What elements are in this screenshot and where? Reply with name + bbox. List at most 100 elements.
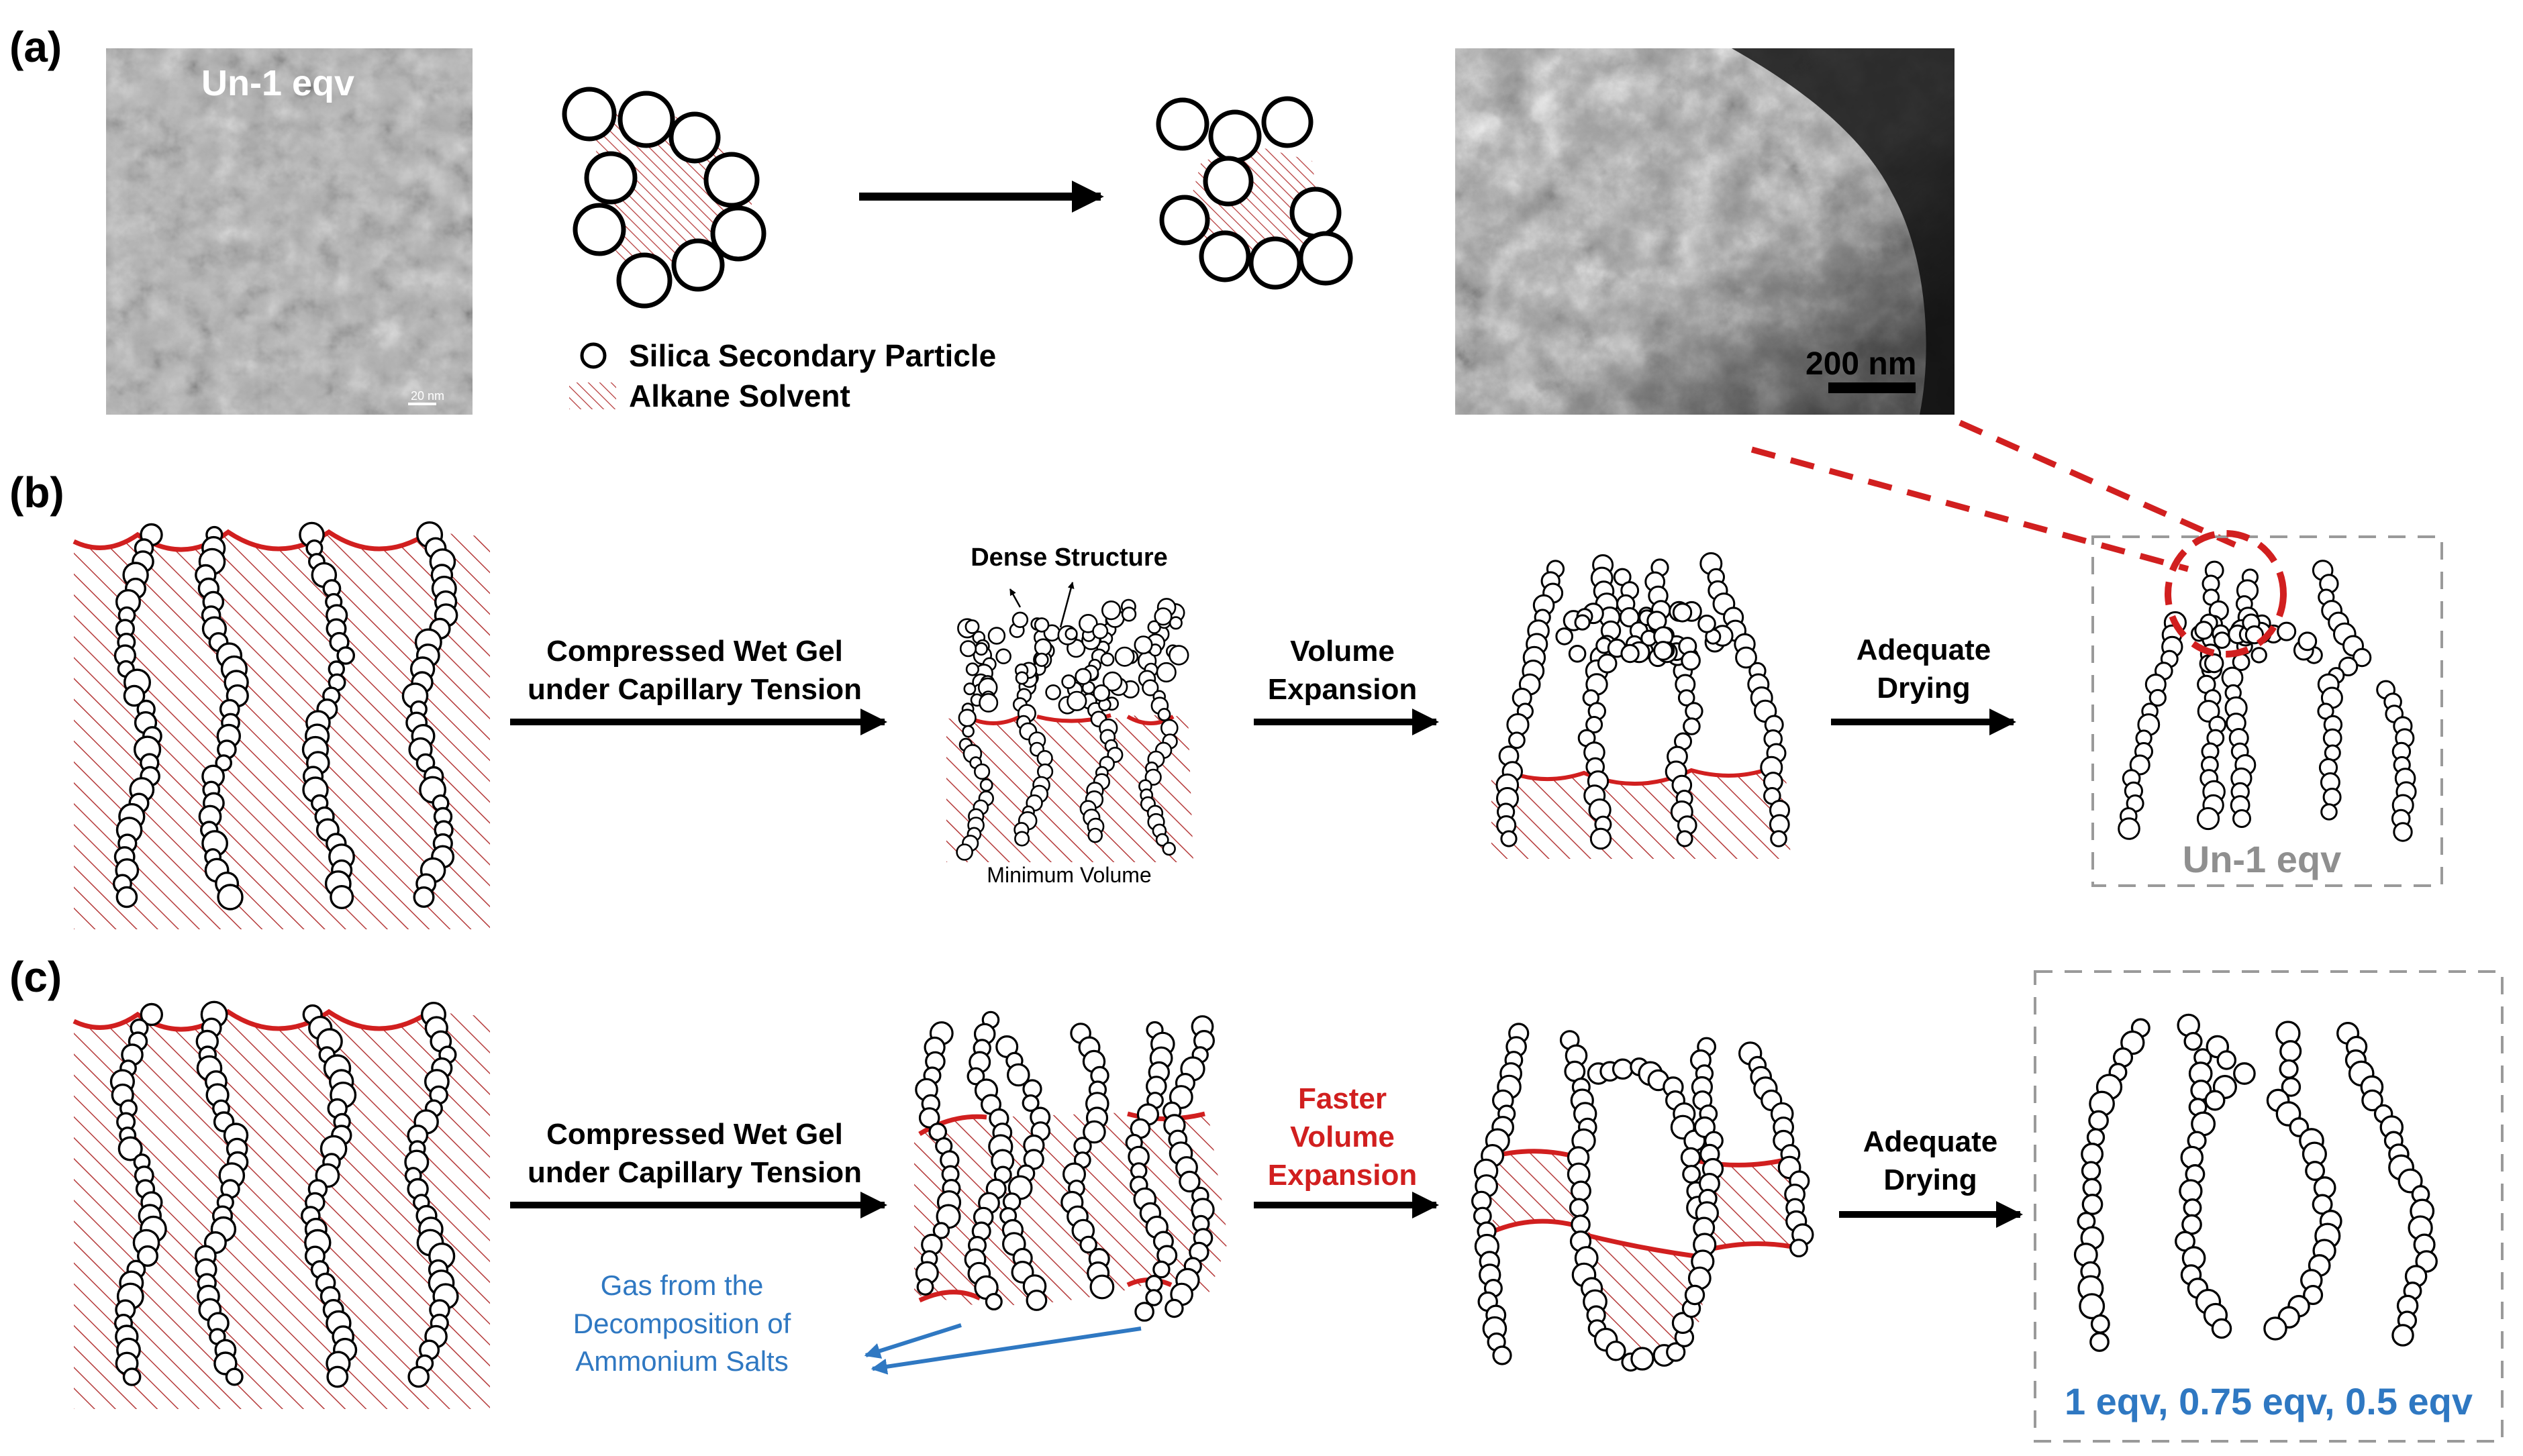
silica-particle bbox=[2361, 1089, 2383, 1112]
silica-particle bbox=[1036, 749, 1053, 767]
dense-structure-label: Dense Structure bbox=[971, 543, 1168, 572]
silica-particle bbox=[215, 754, 233, 772]
silica-particle bbox=[1568, 645, 1587, 663]
silica-particle bbox=[122, 1367, 142, 1386]
dried-gel-c: 1 eqv, 0.75 eqv, 0.5 eqv bbox=[2034, 970, 2504, 1443]
silica-particle bbox=[2233, 1062, 2256, 1085]
silica-particle bbox=[1134, 635, 1153, 655]
silica-particle bbox=[413, 886, 435, 908]
silica-particle bbox=[1121, 607, 1137, 622]
silica-particle bbox=[1145, 1274, 1163, 1292]
silica-particle bbox=[2081, 1161, 2101, 1181]
silica-particle bbox=[1087, 827, 1103, 843]
silica-particle bbox=[1162, 841, 1176, 856]
silica-particle bbox=[1169, 616, 1183, 630]
silica-particle bbox=[2204, 1090, 2226, 1111]
silica-particle bbox=[1653, 641, 1673, 661]
silica-particle bbox=[617, 91, 675, 148]
gas-label-line1: Gas from the bbox=[601, 1269, 764, 1301]
silica-particle bbox=[967, 1067, 985, 1086]
silica-particle bbox=[1034, 652, 1049, 668]
silica-particle bbox=[1789, 1239, 1808, 1257]
legend-particle-label: Silica Secondary Particle bbox=[629, 338, 996, 373]
silica-particle bbox=[1011, 611, 1029, 628]
silica-particle bbox=[1570, 1180, 1591, 1202]
silica-particle bbox=[1093, 684, 1111, 702]
sem-scale-label: 200 nm bbox=[1805, 346, 1916, 382]
arrow-dry-c-line2: Drying bbox=[1883, 1163, 1977, 1196]
silica-particle bbox=[584, 151, 638, 205]
gas-arrow-2 bbox=[871, 1327, 1142, 1375]
silica-particle bbox=[2322, 728, 2342, 748]
silica-particle bbox=[330, 884, 354, 909]
silica-particle bbox=[2250, 647, 2267, 664]
silica-particle bbox=[2196, 807, 2220, 831]
silica-particle bbox=[2305, 1161, 2326, 1181]
gas-arrow-1 bbox=[864, 1323, 962, 1359]
silica-particle bbox=[1026, 1290, 1048, 1311]
silica-particle bbox=[1605, 1341, 1626, 1361]
silica-particle bbox=[1508, 731, 1526, 749]
silica-particle bbox=[1134, 1302, 1154, 1322]
particle-ring-before bbox=[562, 87, 766, 309]
silica-particle bbox=[1101, 600, 1122, 621]
silica-particle bbox=[1079, 1235, 1097, 1254]
silica-particle bbox=[1612, 1058, 1634, 1080]
silica-particle bbox=[995, 648, 1011, 665]
silica-particle bbox=[987, 627, 1006, 645]
result-label-b: Un-1 eqv bbox=[2183, 838, 2342, 880]
legend-solvent-icon bbox=[569, 382, 616, 409]
silica-particle bbox=[1014, 831, 1030, 847]
silica-particle bbox=[1089, 1274, 1115, 1300]
result-label-c: 1 eqv, 0.75 eqv, 0.5 eqv bbox=[2065, 1380, 2473, 1422]
arrow-expand-b-line2: Expansion bbox=[1268, 673, 1418, 706]
expanded-gel-b bbox=[1491, 552, 1791, 859]
silica-particle bbox=[1199, 230, 1251, 282]
silica-particle bbox=[562, 87, 617, 142]
silica-particle bbox=[2179, 1179, 2203, 1203]
silica-particle bbox=[932, 1222, 950, 1239]
sem-micrograph: 200 nm bbox=[1455, 48, 1955, 415]
compressed-gel-b: Dense Structure Minimum Volume bbox=[946, 543, 1193, 887]
silica-particle bbox=[2081, 1194, 2104, 1215]
silica-particle bbox=[1157, 708, 1171, 721]
silica-particle bbox=[669, 111, 721, 164]
compressed-gel-c bbox=[914, 1010, 1228, 1322]
silica-particle bbox=[2213, 631, 2231, 649]
silica-particle bbox=[918, 1107, 940, 1129]
silica-particle bbox=[1015, 671, 1029, 685]
dried-gel-b: Un-1 eqv bbox=[2091, 530, 2443, 887]
silica-particle bbox=[1569, 1198, 1589, 1218]
silica-particle bbox=[703, 152, 760, 208]
silica-particle bbox=[225, 1367, 244, 1386]
wet-gel-b bbox=[72, 521, 490, 929]
silica-particle bbox=[959, 640, 977, 658]
silica-particle bbox=[1298, 231, 1353, 286]
silica-particle bbox=[710, 205, 766, 262]
silica-particle bbox=[2183, 1198, 2202, 1217]
gas-label-line3: Ammonium Salts bbox=[575, 1345, 788, 1377]
arrow-compress-b-line2: under Capillary Tension bbox=[528, 673, 862, 706]
silica-particle bbox=[1208, 109, 1262, 163]
silica-particle bbox=[1152, 1260, 1171, 1279]
silica-particle bbox=[956, 843, 973, 861]
silica-particle bbox=[975, 642, 989, 656]
silica-particle bbox=[1574, 614, 1591, 631]
gas-annotation: Gas from the Decomposition of Ammonium S… bbox=[573, 1269, 1142, 1377]
silica-particle bbox=[1676, 830, 1693, 847]
silica-particle bbox=[2089, 1332, 2110, 1352]
arrow-compress-c-line2: under Capillary Tension bbox=[528, 1156, 862, 1189]
silica-particle bbox=[1100, 652, 1115, 667]
silica-particle bbox=[1065, 627, 1078, 641]
sem-scale-bar bbox=[1828, 382, 1916, 393]
arrow-expand-c-line3: Expansion bbox=[1268, 1159, 1418, 1192]
minimum-volume-label: Minimum Volume bbox=[987, 863, 1151, 887]
silica-particle bbox=[1681, 650, 1701, 671]
silica-particle bbox=[2277, 621, 2297, 641]
silica-particle bbox=[2079, 1293, 2106, 1320]
legend-particle-icon bbox=[580, 342, 607, 369]
silica-particle bbox=[2297, 631, 2318, 652]
arrow-compress-b-line1: Compressed Wet Gel bbox=[546, 635, 843, 668]
silica-particle bbox=[1155, 833, 1169, 847]
